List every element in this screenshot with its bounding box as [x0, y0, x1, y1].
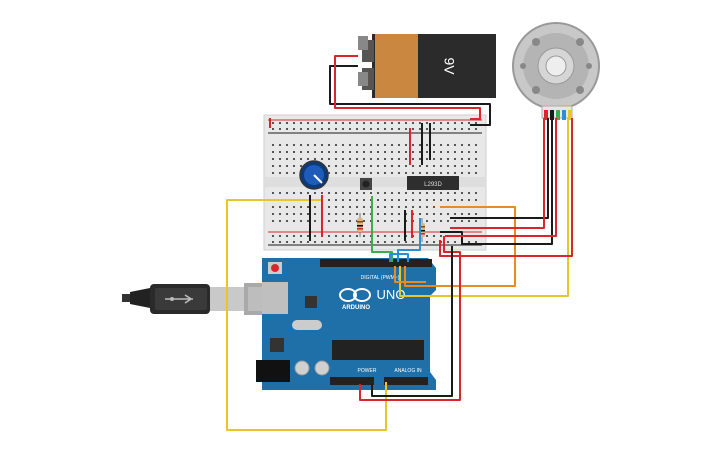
potentiometer[interactable]: [299, 160, 329, 190]
wire-red: [359, 236, 461, 401]
wire-red: [445, 118, 557, 237]
wire-yellow: [226, 199, 387, 431]
wire-orange: [394, 266, 426, 283]
wire-orange: [404, 206, 516, 287]
pushbutton[interactable]: [360, 178, 372, 190]
wire-green: [371, 196, 393, 262]
arduino-model: UNO: [377, 287, 406, 302]
wire-blue: [397, 218, 421, 262]
arduino-uno[interactable]: ARDUINO UNO DIGITAL (PWM~) POWER ANALOG …: [256, 258, 436, 390]
battery-9v[interactable]: 9V: [358, 34, 496, 98]
digital-header-label: DIGITAL (PWM~): [361, 275, 400, 281]
analog-header-label: ANALOG IN: [394, 368, 422, 374]
wire-black: [440, 118, 553, 245]
wire-black: [450, 118, 549, 219]
motor-driver-chip[interactable]: L293D: [407, 176, 459, 190]
battery-label: 9V: [441, 57, 457, 75]
wire-red: [450, 118, 545, 229]
arduino-logo: [339, 288, 371, 302]
arduino-brand: ARDUINO: [342, 305, 370, 311]
wire-red: [334, 55, 481, 120]
usb-cable: [122, 283, 286, 315]
wires: [226, 55, 573, 431]
power-header-label: POWER: [358, 368, 377, 374]
wire-blue: [389, 253, 409, 262]
dc-motor[interactable]: [512, 22, 600, 120]
wire-red: [439, 118, 573, 257]
chip-label: L293D: [424, 182, 442, 188]
resistor: [357, 213, 363, 237]
wire-black: [371, 246, 453, 397]
